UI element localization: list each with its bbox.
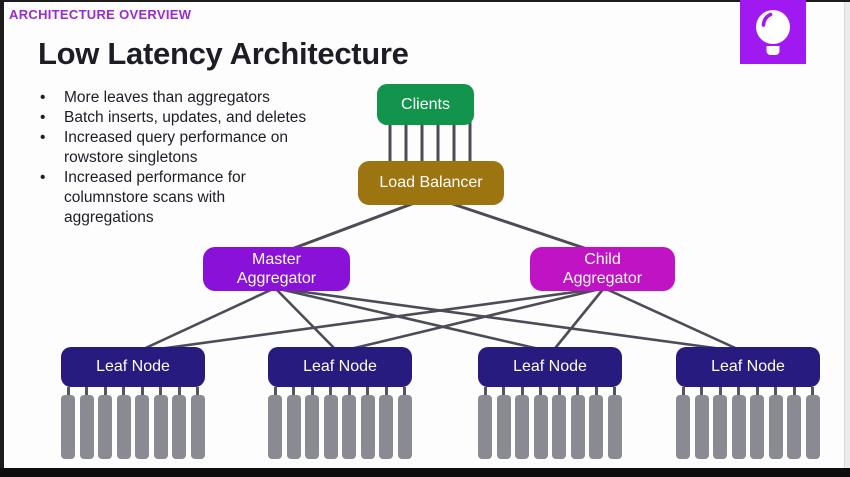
bullet-text: Increased query performance on rowstore …	[64, 129, 289, 166]
node-leaf-2: Leaf Node	[268, 347, 412, 387]
partition-bar	[750, 387, 765, 459]
partition-bar	[397, 387, 412, 459]
leaf-3-partitions	[478, 387, 622, 459]
partition-bar	[98, 387, 113, 459]
node-child-aggregator: Child Aggregator	[530, 247, 675, 291]
bullet-list: • More leaves than aggregators • Batch i…	[38, 88, 338, 228]
partition-bar	[61, 387, 75, 459]
frame-top-edge	[0, 0, 850, 2]
frame-left-edge	[0, 0, 4, 477]
video-bottom-bar	[0, 468, 850, 477]
bullet-item: • Increased performance for columnstore …	[38, 168, 338, 228]
partition-bar	[153, 387, 168, 459]
bullet-text: More leaves than aggregators	[64, 89, 270, 106]
bullet-text: Batch inserts, updates, and deletes	[64, 109, 307, 126]
node-master-aggregator: Master Aggregator	[203, 247, 350, 291]
bullet-item: • Increased query performance on rowstor…	[38, 128, 338, 168]
lightbulb-glyph	[756, 10, 790, 55]
partition-bar	[286, 387, 301, 459]
bullet-text: Increased performance for columnstore sc…	[64, 169, 246, 226]
bullet-dot: •	[40, 109, 46, 126]
partition-bar	[323, 387, 338, 459]
bullet-item: • Batch inserts, updates, and deletes	[38, 108, 338, 128]
bullet-item: • More leaves than aggregators	[38, 88, 338, 108]
bullet-dot: •	[40, 169, 46, 186]
partition-bar	[570, 387, 585, 459]
partition-bar	[360, 387, 375, 459]
partition-bar	[79, 387, 94, 459]
partition-bar	[515, 387, 530, 459]
leaf-2-partitions	[268, 387, 412, 459]
partition-bar	[676, 387, 690, 459]
partition-bar	[342, 387, 357, 459]
node-leaf-3: Leaf Node	[478, 347, 622, 387]
page-title: Low Latency Architecture	[38, 36, 409, 71]
partition-bar	[496, 387, 511, 459]
partition-bar	[607, 387, 622, 459]
partition-bar	[713, 387, 728, 459]
partition-bar	[787, 387, 802, 459]
edge-loadbalancer-aggregators	[280, 197, 600, 255]
partition-bar	[172, 387, 187, 459]
partition-bar	[805, 387, 820, 459]
partition-bar	[190, 387, 205, 459]
partition-bar	[589, 387, 604, 459]
edge-master-leaves	[136, 286, 745, 354]
leaf-4-partitions	[676, 387, 820, 459]
partition-bar	[731, 387, 746, 459]
leaf-1-partitions	[61, 387, 205, 459]
node-leaf-4: Leaf Node	[676, 347, 820, 387]
partition-bar	[478, 387, 492, 459]
frame-right-edge	[844, 0, 850, 477]
node-load-balancer: Load Balancer	[358, 161, 504, 205]
lightbulb-icon	[740, 0, 806, 64]
partition-bar	[116, 387, 131, 459]
partition-bar	[694, 387, 709, 459]
partition-bar	[305, 387, 320, 459]
node-clients: Clients	[377, 84, 474, 125]
bullet-dot: •	[40, 89, 46, 106]
partition-bar	[533, 387, 548, 459]
partition-bar	[268, 387, 282, 459]
partition-bar	[552, 387, 567, 459]
slide-kicker: ARCHITECTURE OVERVIEW	[9, 7, 192, 22]
bullet-dot: •	[40, 129, 46, 146]
partition-bar	[768, 387, 783, 459]
edge-child-leaves	[136, 286, 745, 354]
node-leaf-1: Leaf Node	[61, 347, 205, 387]
edge-clients-loadbalancer	[388, 120, 472, 168]
partition-bar	[379, 387, 394, 459]
partition-bar	[135, 387, 150, 459]
